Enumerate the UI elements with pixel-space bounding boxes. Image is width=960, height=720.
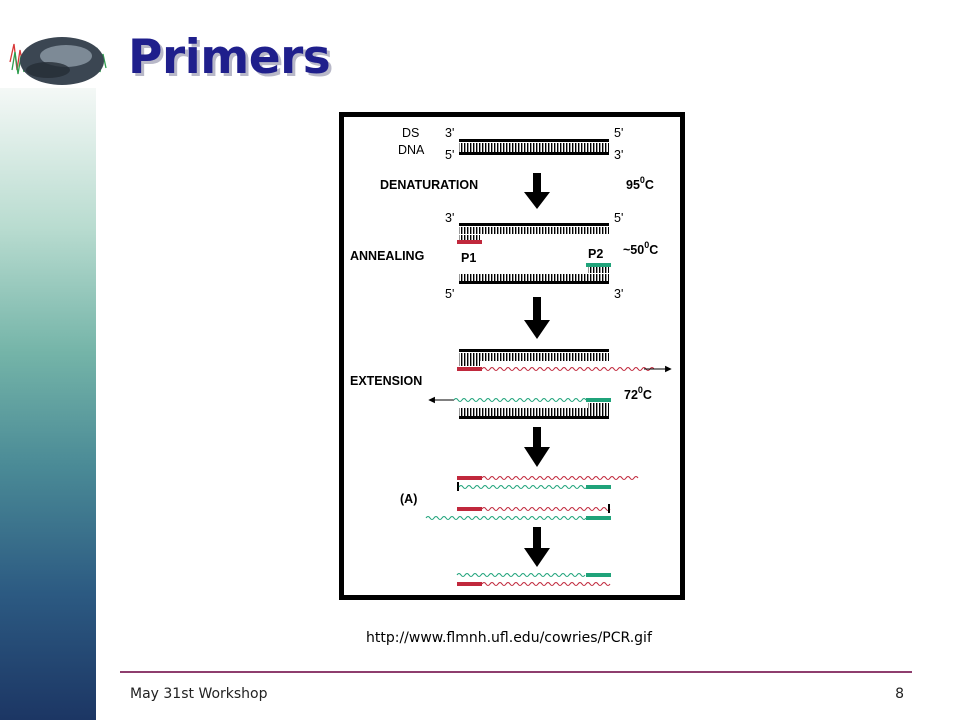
product-strands	[425, 504, 611, 521]
down-arrow-icon	[524, 527, 550, 567]
five-prime-label: 5'	[614, 126, 623, 140]
annealing-temp: ~500C	[623, 240, 658, 257]
ds-dna-strand	[459, 139, 609, 155]
primer-p1	[457, 235, 482, 244]
denaturation-label: DENATURATION	[380, 178, 478, 192]
primer-p1-label: P1	[461, 251, 476, 265]
sidebar-gradient	[0, 88, 96, 720]
three-prime-label: 3'	[614, 287, 623, 301]
slide-title: Primers	[128, 30, 331, 85]
cowrie-shell-icon	[8, 22, 108, 88]
extension-top-strand	[457, 349, 672, 373]
footer-workshop-date: May 31st Workshop	[130, 686, 268, 702]
slide-number: 8	[895, 686, 904, 702]
down-arrow-icon	[524, 297, 550, 339]
denaturation-temp: 950C	[626, 175, 654, 192]
three-prime-label: 3'	[445, 211, 454, 225]
down-arrow-icon	[524, 173, 550, 209]
three-prime-label: 3'	[614, 148, 623, 162]
extension-temp: 720C	[624, 385, 652, 402]
footer-rule	[120, 671, 912, 673]
template-strand-top	[459, 223, 609, 234]
five-prime-label: 5'	[614, 211, 623, 225]
product-strands	[457, 475, 639, 491]
primer-p2-label: P2	[588, 247, 603, 261]
primer-p2	[586, 263, 611, 273]
panel-a-label: (A)	[400, 492, 417, 506]
extension-label: EXTENSION	[350, 374, 422, 388]
image-source-caption: http://www.flmnh.ufl.edu/cowries/PCR.gif	[366, 630, 652, 646]
template-strand-bottom	[459, 274, 609, 284]
annealing-label: ANNEALING	[350, 249, 424, 263]
down-arrow-icon	[524, 427, 550, 467]
extension-bottom-strand	[428, 396, 611, 419]
final-product	[456, 572, 611, 587]
pcr-diagram: DS DNA 3' 5' 5' 3' DENATURATION 950C 3' …	[339, 112, 685, 600]
ds-label: DS	[402, 126, 419, 140]
five-prime-label: 5'	[445, 287, 454, 301]
three-prime-label: 3'	[445, 126, 454, 140]
dna-label: DNA	[398, 143, 425, 157]
five-prime-label: 5'	[445, 148, 454, 162]
